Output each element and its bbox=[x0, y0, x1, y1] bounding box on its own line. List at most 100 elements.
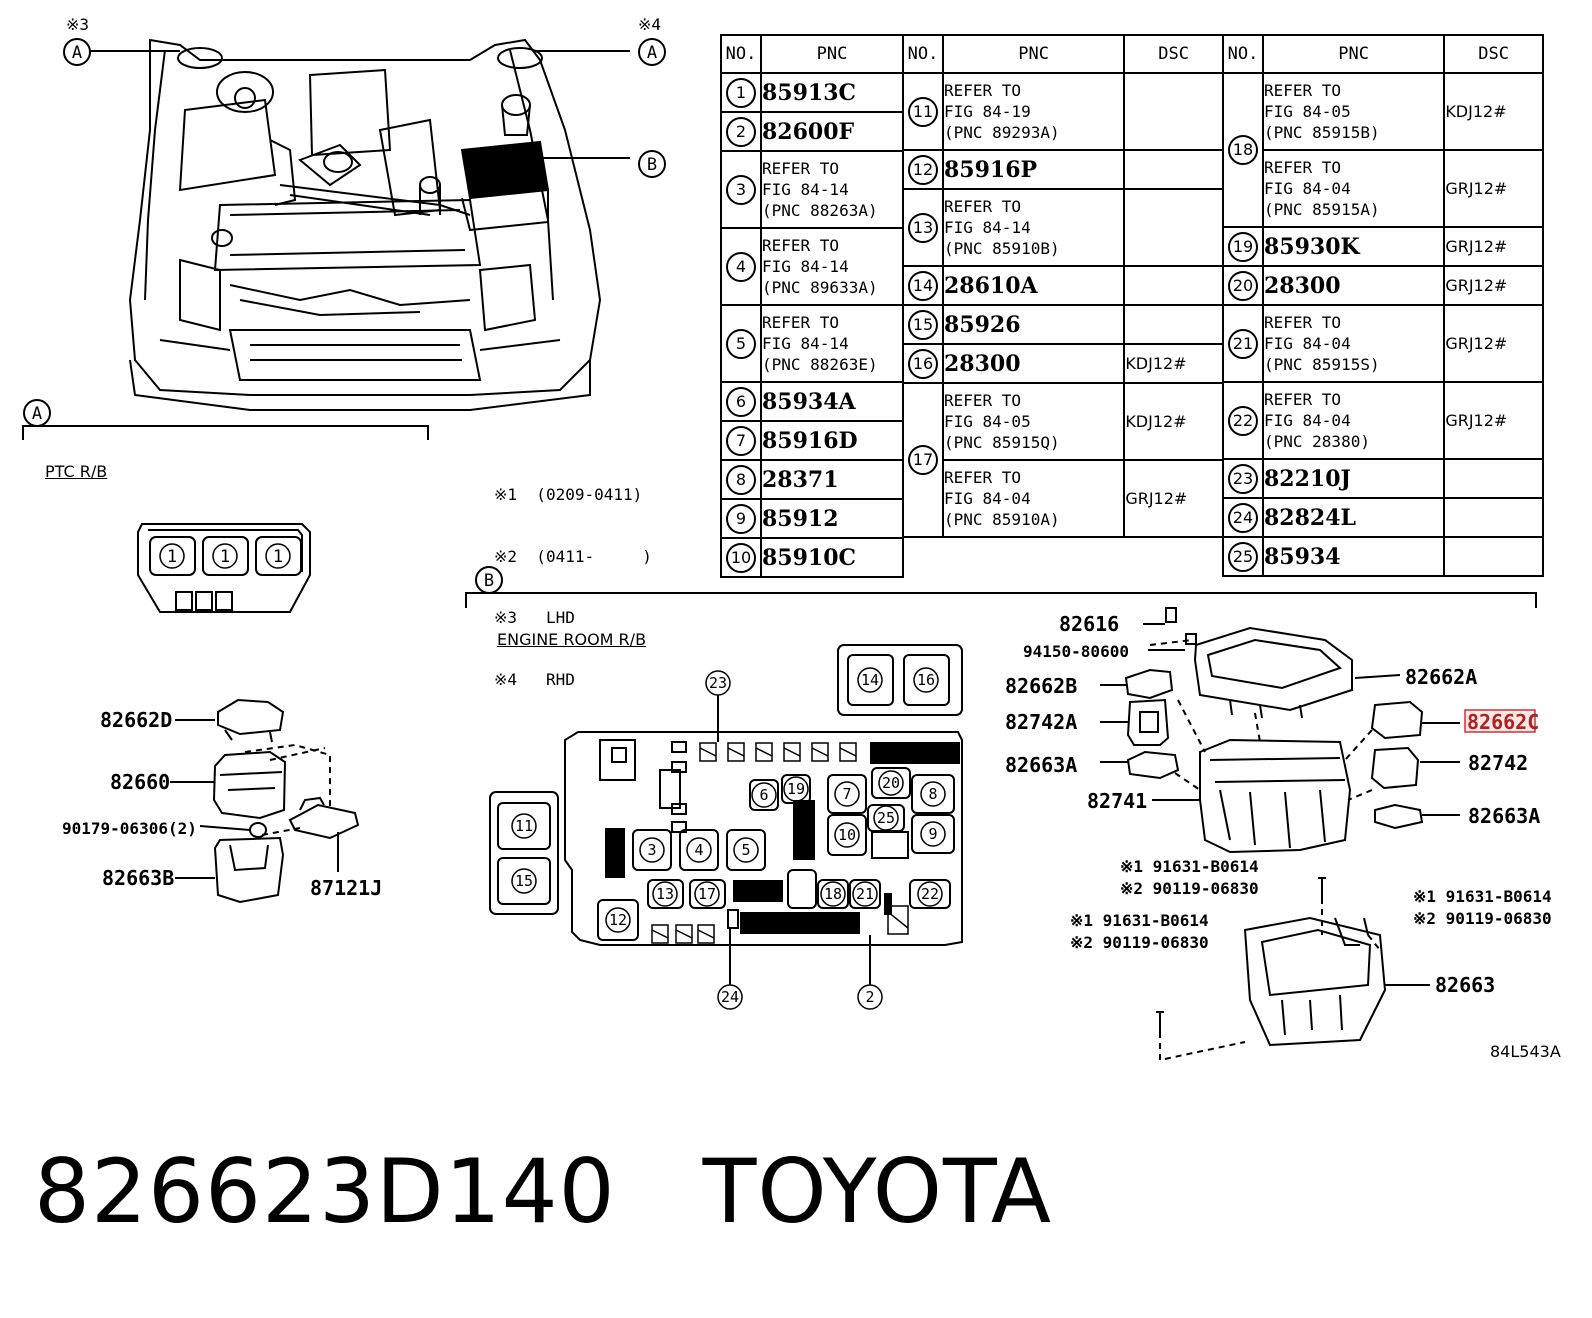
fuse-number: 7 bbox=[842, 785, 851, 803]
part-label[interactable]: 82742A bbox=[1005, 710, 1077, 734]
engine-room-exploded-parts bbox=[1100, 607, 1460, 1062]
dsc-cell bbox=[1123, 149, 1224, 190]
dsc-cell: KDJ12# bbox=[1443, 72, 1544, 151]
row-number-circle: 13 bbox=[908, 212, 938, 243]
pnc-cell[interactable]: 85912 bbox=[760, 498, 904, 539]
refer-cell: REFER TO FIG 84-05 (PNC 85915B) bbox=[1261, 72, 1446, 151]
callout-letter: A bbox=[72, 43, 82, 63]
callout-note: ※3 bbox=[66, 15, 89, 34]
fuse-number: 4 bbox=[694, 841, 703, 859]
header-pnc: PNC bbox=[760, 34, 904, 74]
row-number-circle: 8 bbox=[726, 464, 756, 495]
refer-cell: REFER TO FIG 84-04 (PNC 85915A) bbox=[1261, 149, 1446, 228]
refer-cell: REFER TO FIG 84-04 (PNC 85915S) bbox=[1261, 304, 1446, 383]
part-label[interactable]: ※2 90119-06830 bbox=[1120, 879, 1259, 898]
engine-room-fuse-layout bbox=[489, 644, 963, 985]
row-number-circle: 24 bbox=[1228, 502, 1258, 533]
fuse-number: 10 bbox=[838, 826, 856, 844]
pnc-cell[interactable]: 28371 bbox=[760, 459, 904, 500]
part-label[interactable]: 82660 bbox=[110, 770, 170, 794]
part-label[interactable]: 90179-06306(2) bbox=[62, 819, 197, 838]
refer-cell: REFER TO FIG 84-14 (PNC 88263A) bbox=[760, 150, 904, 229]
refer-cell: REFER TO FIG 84-19 (PNC 89293A) bbox=[941, 72, 1126, 151]
part-label[interactable]: ※1 91631-B0614 bbox=[1413, 887, 1552, 906]
part-label[interactable]: 82662D bbox=[100, 708, 172, 732]
selected-part-82662C[interactable]: 82662C bbox=[1464, 709, 1539, 734]
pnc-cell[interactable]: 85934 bbox=[1261, 536, 1446, 577]
engine-part-labels: 82616 94150-80600 82662B 82662A 82742A 8… bbox=[1005, 612, 1552, 997]
part-label[interactable]: 94150-80600 bbox=[1023, 642, 1129, 661]
section-a-marker: A bbox=[23, 399, 51, 427]
callout-letter: A bbox=[647, 43, 657, 63]
pnc-cell[interactable]: 85930K bbox=[1261, 226, 1446, 267]
part-label[interactable]: ※1 91631-B0614 bbox=[1070, 911, 1209, 930]
fuse-number: 18 bbox=[824, 885, 842, 903]
part-label[interactable]: 82662A bbox=[1405, 665, 1477, 689]
footer-part-number[interactable]: 826623D140 bbox=[34, 1140, 616, 1243]
row-number-circle: 5 bbox=[726, 328, 756, 359]
variant-notes: ※1 (0209-0411) ※2 (0411- ) ※3 LHD ※4 RHD bbox=[494, 444, 652, 711]
part-label[interactable]: 82662C bbox=[1467, 710, 1539, 734]
row-number-circle: 15 bbox=[908, 309, 938, 340]
section-b-marker: B bbox=[475, 566, 503, 594]
pnc-cell[interactable]: 85913C bbox=[760, 72, 904, 113]
ptc-section-title: PTC R/B bbox=[45, 462, 108, 481]
part-label[interactable]: 87121J bbox=[310, 876, 382, 900]
pnc-cell[interactable]: 82210J bbox=[1261, 458, 1446, 499]
dsc-cell: GRJ12# bbox=[1443, 265, 1544, 306]
part-label[interactable]: ※2 90119-06830 bbox=[1070, 933, 1209, 952]
fuse-blocks-filled bbox=[605, 742, 960, 934]
fuse-number: 3 bbox=[647, 841, 656, 859]
dsc-cell: KDJ12# bbox=[1123, 343, 1224, 384]
header-no: NO. bbox=[1222, 34, 1264, 74]
dsc-cell bbox=[1123, 72, 1224, 151]
part-label[interactable]: 82741 bbox=[1087, 789, 1147, 813]
callout-a-right: A ※4 bbox=[638, 15, 666, 66]
ptc-relay-box-drawing bbox=[137, 523, 311, 613]
fuse-number: 5 bbox=[741, 841, 750, 859]
pnc-cell[interactable]: 82824L bbox=[1261, 497, 1446, 538]
callout-b-top: B bbox=[638, 150, 666, 178]
part-label[interactable]: 82616 bbox=[1059, 612, 1119, 636]
part-label[interactable]: 82663B bbox=[102, 866, 174, 890]
part-label[interactable]: 82742 bbox=[1468, 751, 1528, 775]
part-label[interactable]: 82663 bbox=[1435, 973, 1495, 997]
row-number-circle: 1 bbox=[726, 77, 756, 108]
pnc-cell[interactable]: 85934A bbox=[760, 381, 904, 422]
pnc-cell[interactable]: 85916D bbox=[760, 420, 904, 461]
pnc-cell[interactable]: 85926 bbox=[941, 304, 1126, 345]
dsc-cell bbox=[1443, 497, 1544, 538]
callout-letter: B bbox=[484, 571, 494, 591]
header-pnc: PNC bbox=[941, 34, 1126, 74]
part-label[interactable]: ※1 91631-B0614 bbox=[1120, 857, 1259, 876]
row-number-circle: 16 bbox=[908, 348, 938, 379]
header-dsc: DSC bbox=[1123, 34, 1224, 74]
pnc-cell[interactable]: 28300 bbox=[1261, 265, 1446, 306]
dsc-cell: GRJ12# bbox=[1443, 149, 1544, 228]
fuse-number: 2 bbox=[865, 988, 874, 1006]
part-label[interactable]: 82662B bbox=[1005, 674, 1077, 698]
part-label[interactable]: ※2 90119-06830 bbox=[1413, 909, 1552, 928]
pnc-cell[interactable]: 85910C bbox=[760, 537, 904, 578]
fuse-number: 20 bbox=[882, 774, 900, 792]
pnc-cell[interactable]: 28300 bbox=[941, 343, 1126, 384]
pnc-cell[interactable]: 28610A bbox=[941, 265, 1126, 306]
pnc-cell[interactable]: 82600F bbox=[760, 111, 904, 152]
part-label[interactable]: 82663A bbox=[1468, 804, 1540, 828]
row-number-circle: 9 bbox=[726, 503, 756, 534]
pnc-cell[interactable]: 85916P bbox=[941, 149, 1126, 190]
header-dsc: DSC bbox=[1443, 34, 1544, 74]
part-label[interactable]: 82663A bbox=[1005, 753, 1077, 777]
